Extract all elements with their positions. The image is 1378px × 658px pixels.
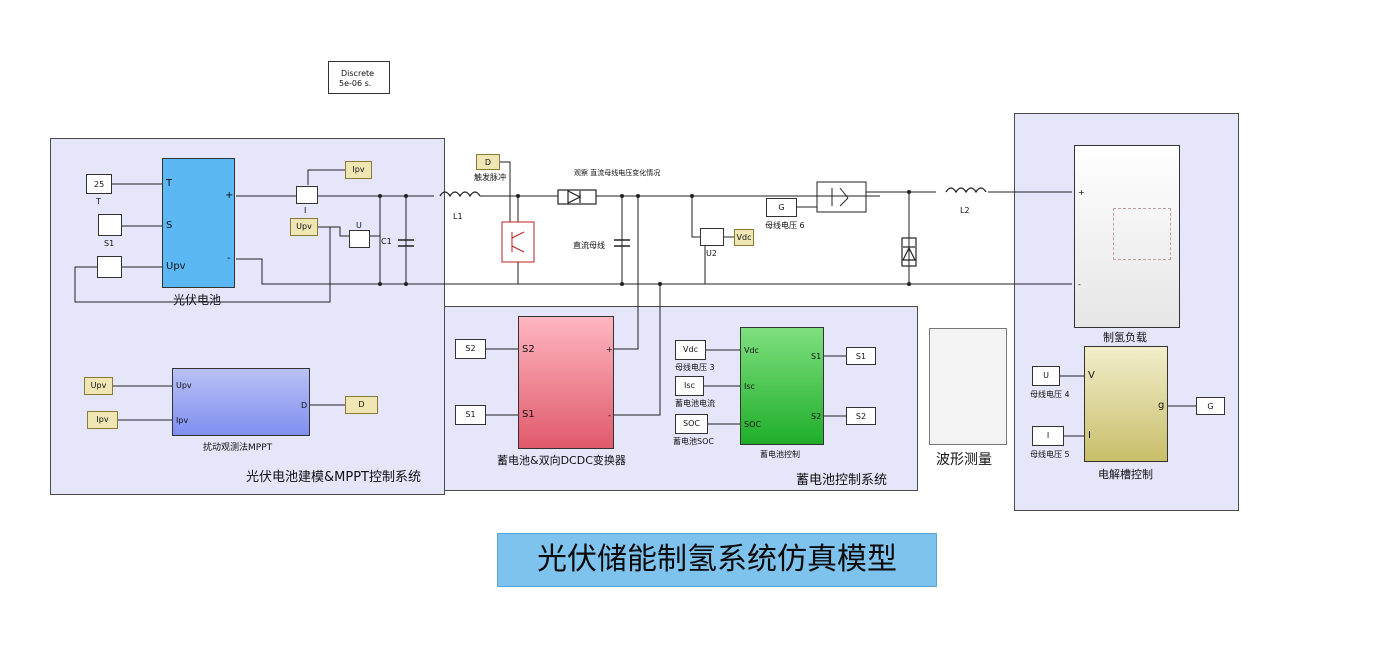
dcdc-minus: -	[608, 411, 611, 420]
from-vdc-block[interactable]: Vdc	[675, 340, 706, 360]
from-s1-block[interactable]: S1	[455, 405, 486, 425]
solver-type: Discrete	[341, 69, 375, 78]
mppt-in-ipv: Ipv	[176, 416, 189, 425]
ctrl-in-isc: Isc	[744, 382, 755, 391]
battery-control-block[interactable]: Vdc Isc SOC S1 S2	[740, 327, 824, 445]
from-isc-block[interactable]: Isc	[675, 376, 704, 396]
ctrl-in-vdc: Vdc	[744, 346, 759, 355]
pv-region-label: 光伏电池建模&MPPT控制系统	[246, 470, 421, 485]
dcdc-in-s2: S2	[522, 344, 535, 355]
from-u-block[interactable]: U	[1032, 366, 1060, 386]
goto-s1-tag[interactable]: S1	[846, 347, 876, 365]
load-schematic-icon	[1113, 208, 1171, 260]
inductor-l2-label: L2	[960, 206, 970, 215]
mppt-block[interactable]: Upv Ipv D	[172, 368, 310, 436]
battery-control-label: 蓄电池控制	[760, 450, 800, 459]
goto-g-tag[interactable]: G	[1196, 397, 1225, 415]
from-vdc-label: 母线电压 3	[675, 363, 715, 372]
dc-bus-label: 直流母线	[573, 241, 605, 250]
model-title: 光伏储能制氢系统仿真模型	[497, 533, 937, 587]
goto-ipv-tag[interactable]: Ipv	[345, 161, 372, 179]
pv-port-minus: -	[227, 253, 231, 264]
voltage-measurement[interactable]	[349, 230, 370, 248]
pv-port-t: T	[166, 178, 173, 189]
trigger-pulse-label: 触发脉冲	[474, 173, 506, 182]
observe-label: 观察 直流母线电压变化情况	[574, 169, 661, 177]
elec-in-v: V	[1088, 370, 1095, 381]
battery-dcdc-label: 蓄电池&双向DCDC变换器	[497, 454, 626, 467]
battery-dcdc-block[interactable]: S2 S1 + -	[518, 316, 614, 449]
goto-s2-tag[interactable]: S2	[846, 407, 876, 425]
powergui-solver-block[interactable]: Discrete 5e-06 s.	[328, 61, 390, 94]
constant-value: 25	[94, 180, 105, 189]
voltage-meas-label: U	[356, 221, 362, 230]
pv-panel-label: 光伏电池	[173, 293, 222, 307]
capacitor-c1-label: C1	[381, 237, 392, 246]
from-isc-label: 蓄电池电流	[675, 399, 715, 408]
mppt-out-d: D	[301, 401, 308, 410]
from-s2-block[interactable]: S2	[455, 339, 486, 359]
load-minus: -	[1078, 280, 1081, 289]
mppt-upv-tag[interactable]: Upv	[84, 377, 113, 395]
solver-step: 5e-06 s.	[339, 79, 372, 88]
from-i-block[interactable]: I	[1032, 426, 1064, 446]
pv-port-upv: Upv	[166, 261, 186, 272]
step-label: S1	[104, 239, 115, 248]
electrolyzer-control-block[interactable]: V I g	[1084, 346, 1168, 462]
mppt-d-tag[interactable]: D	[345, 396, 378, 414]
elec-out-g: g	[1158, 400, 1165, 411]
irradiance-step[interactable]	[98, 214, 122, 236]
dcdc-plus: +	[606, 345, 613, 354]
pv-port-s: S	[166, 220, 173, 231]
current-measurement[interactable]	[296, 186, 318, 204]
mppt-in-upv: Upv	[176, 381, 192, 390]
battery-region-label: 蓄电池控制系统	[796, 473, 888, 488]
delay-block[interactable]	[97, 256, 122, 278]
ctrl-out-s2: S2	[811, 412, 822, 421]
mppt-label: 扰动观测法MPPT	[203, 443, 273, 453]
duty-d-tag[interactable]: D	[476, 154, 500, 170]
from-g-label: 母线电压 6	[765, 221, 805, 230]
elec-in-i: I	[1088, 430, 1091, 441]
from-g-block[interactable]: G	[766, 198, 797, 217]
voltage-meas-u2[interactable]	[700, 228, 724, 246]
ctrl-out-s1: S1	[811, 352, 822, 361]
goto-vdc-tag[interactable]: Vdc	[734, 229, 754, 246]
ctrl-in-soc: SOC	[744, 420, 761, 429]
from-i-label: 母线电压 5	[1030, 450, 1070, 459]
electrolyzer-control-label: 电解槽控制	[1098, 468, 1153, 481]
goto-upv-tag[interactable]: Upv	[290, 218, 318, 236]
from-u-label: 母线电压 4	[1030, 390, 1070, 399]
mppt-ipv-tag[interactable]: Ipv	[87, 411, 118, 429]
from-soc-label: 蓄电池SOC	[673, 437, 714, 446]
scope-subsystem[interactable]	[929, 328, 1007, 445]
hydrogen-load-label: 制氢负载	[1103, 331, 1147, 344]
inductor-l1-label: L1	[453, 212, 463, 221]
dcdc-in-s1: S1	[522, 409, 535, 420]
hydrogen-load-block[interactable]: + -	[1074, 145, 1180, 328]
from-soc-block[interactable]: SOC	[675, 414, 708, 434]
u2-label: U2	[706, 249, 717, 258]
pv-port-plus: +	[225, 190, 234, 201]
scope-label: 波形测量	[936, 452, 992, 468]
constant-label: T	[96, 197, 101, 206]
pv-panel-block[interactable]: T S Upv + -	[162, 158, 235, 288]
current-meas-label: I	[304, 206, 307, 215]
temperature-constant[interactable]: 25	[86, 174, 112, 194]
load-plus: +	[1078, 188, 1085, 197]
